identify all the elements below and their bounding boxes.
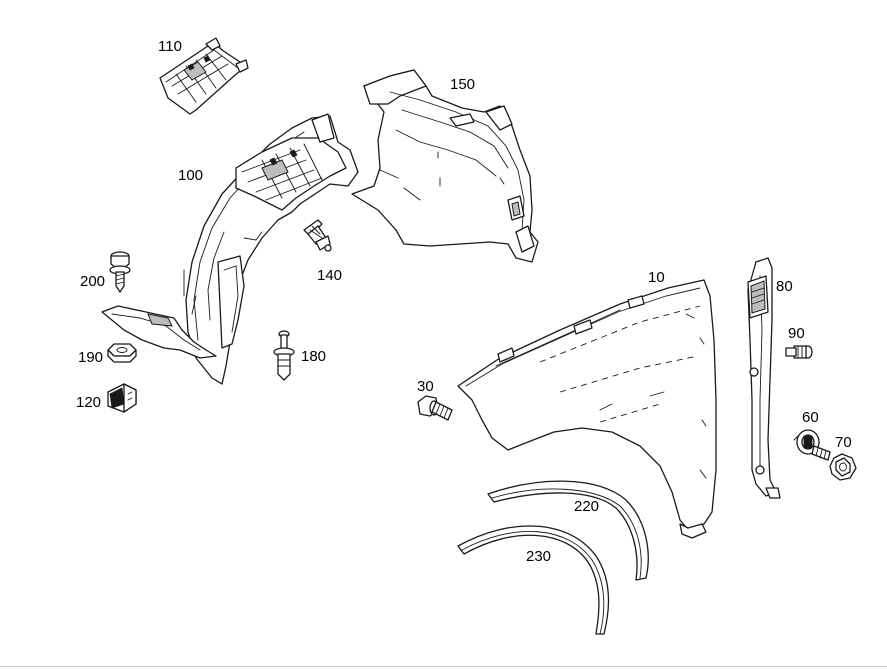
label-120: 120	[76, 394, 101, 411]
stud-bolt-part	[793, 429, 831, 461]
label-220: 220	[574, 498, 599, 515]
label-180: 180	[301, 348, 326, 365]
label-190: 190	[78, 349, 103, 366]
wheel-arch-seal-part	[457, 525, 610, 635]
label-100: 100	[178, 167, 203, 184]
fender-panel-part	[457, 279, 717, 539]
wheel-arch-liner-part	[101, 113, 359, 385]
label-80: 80	[776, 278, 793, 295]
screw-part	[109, 251, 131, 293]
label-230: 230	[526, 548, 551, 565]
clip-holder-part	[159, 37, 249, 115]
spreader-rivet-part	[785, 345, 813, 359]
wheel-arch-liner-rear-part	[351, 69, 539, 263]
fender-bracket-part	[747, 257, 781, 499]
label-200: 200	[80, 273, 105, 290]
flange-nut-part	[829, 453, 857, 481]
expanding-rivet-part	[303, 219, 332, 252]
label-110: 110	[158, 38, 182, 55]
label-70: 70	[835, 434, 852, 451]
push-rivet-part	[273, 330, 295, 381]
nut-part	[107, 343, 137, 363]
bolt-part	[417, 395, 453, 421]
wheel-arch-trim-part	[487, 480, 649, 581]
speed-clip-part	[107, 383, 137, 413]
bottom-divider	[0, 666, 887, 667]
label-60: 60	[802, 409, 819, 426]
label-140: 140	[317, 267, 342, 284]
label-30: 30	[417, 378, 434, 395]
label-150: 150	[450, 76, 475, 93]
label-90: 90	[788, 325, 805, 342]
label-10: 10	[648, 269, 665, 286]
